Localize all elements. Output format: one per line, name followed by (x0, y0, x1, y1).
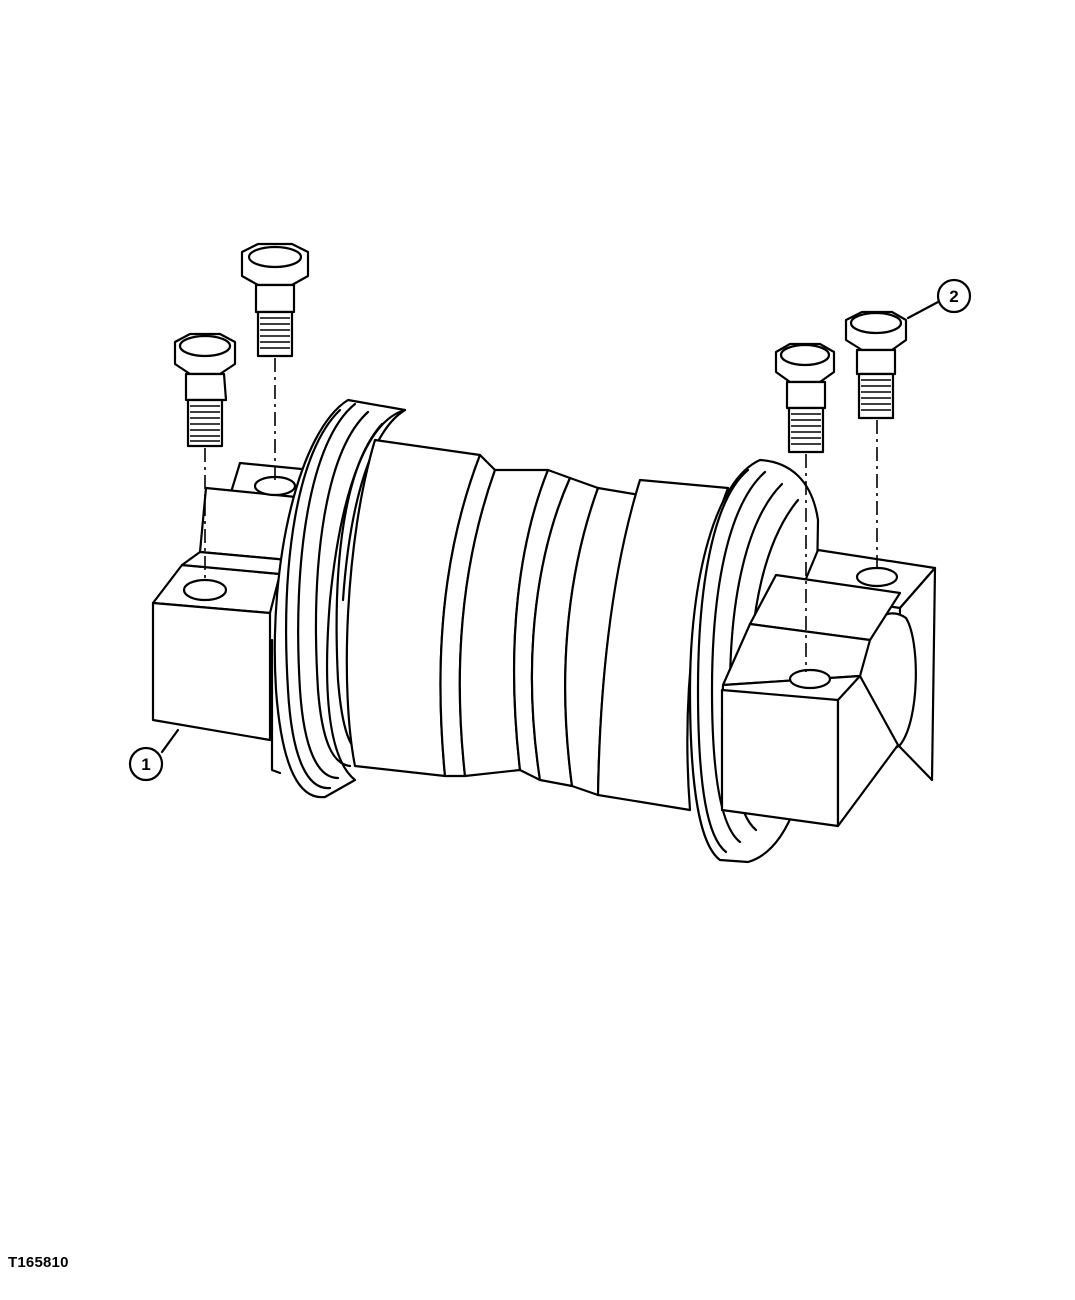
bolt-left-rear (240, 242, 310, 358)
right-end-block (720, 548, 937, 828)
bolt-right-front (774, 342, 836, 454)
bolt-centerlines (204, 358, 878, 672)
roller-body (345, 438, 730, 812)
bolt-right-rear (844, 310, 908, 420)
left-flange (270, 398, 407, 799)
callout-1: 1 (128, 728, 180, 782)
figure-id-label: T165810 (8, 1254, 69, 1271)
left-end-block (151, 461, 314, 742)
callout-2: 2 (906, 278, 972, 320)
bolt-left-front (173, 332, 237, 448)
callout-1-label: 1 (141, 755, 150, 774)
callout-2-label: 2 (949, 287, 958, 306)
